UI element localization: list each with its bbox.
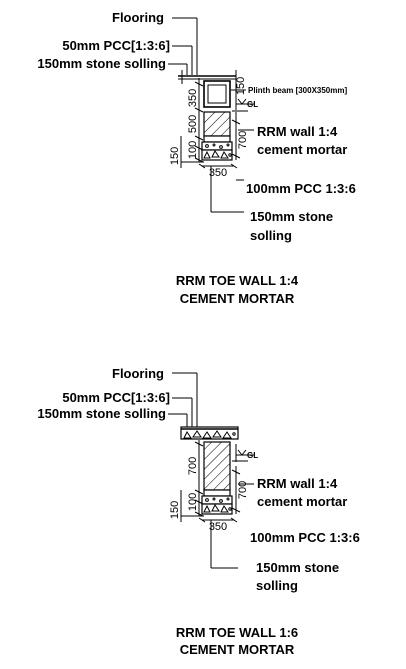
plinth-beam <box>203 80 231 108</box>
label-stone-line2: solling <box>250 228 292 243</box>
label-pcc-50mm: 50mm PCC[1:3:6] <box>62 38 170 53</box>
label-gl: GL <box>247 100 258 109</box>
left-dimension-2 <box>180 440 204 522</box>
label-pcc-100mm-2: 100mm PCC 1:3:6 <box>250 530 360 545</box>
label-pcc-50mm-2: 50mm PCC[1:3:6] <box>62 390 170 405</box>
dim-500: 500 <box>187 115 199 133</box>
rrm-wall-lower-2 <box>203 489 231 497</box>
label-rrm-wall-line2: cement mortar <box>257 142 347 157</box>
dim-150-2: 150 <box>169 501 181 519</box>
dim-700: 700 <box>237 131 249 149</box>
label-plinth-beam: Plinth beam [300X350mm] <box>248 86 347 95</box>
label-stone-solling: 150mm stone solling <box>37 56 166 71</box>
dim-350-top: 350 <box>187 89 199 107</box>
right-dimension <box>231 112 241 160</box>
title-line1-2: RRM TOE WALL 1:6 <box>176 625 298 640</box>
ground-level-marker-2 <box>232 444 254 462</box>
ground-level-marker <box>232 98 254 112</box>
title-line2: CEMENT MORTAR <box>180 291 295 306</box>
stone-soling <box>201 149 233 161</box>
dim-150-top: 150 <box>235 77 247 95</box>
right-dimension-2 <box>231 466 241 514</box>
label-gl-2: GL <box>247 451 258 460</box>
label-rrm-wall-line1-2: RRM wall 1:4 <box>257 476 338 491</box>
label-stone-line1: 150mm stone <box>250 209 333 224</box>
dim-100-2: 100 <box>187 493 199 511</box>
dim-100: 100 <box>187 141 199 159</box>
top-leader-lines <box>168 17 198 75</box>
label-flooring: Flooring <box>112 10 164 25</box>
diagram-rrm-toe-wall-1-6: Flooring 50mm PCC[1:3:6] 150mm stone sol… <box>37 366 359 657</box>
dim-700-left: 700 <box>187 457 199 475</box>
title-line1: RRM TOE WALL 1:4 <box>176 273 299 288</box>
label-rrm-wall-line2-2: cement mortar <box>257 494 347 509</box>
title-line2-2: CEMENT MORTAR <box>180 642 295 657</box>
rrm-wall-2 <box>203 441 231 491</box>
label-pcc-100mm: 100mm PCC 1:3:6 <box>246 181 356 196</box>
dim-350-bottom: 350 <box>209 167 227 179</box>
dim-350-2: 350 <box>209 521 227 533</box>
stone-soling-2 <box>201 503 233 515</box>
diagram-rrm-toe-wall-1-4: Flooring 50mm PCC[1:3:6] 150mm stone sol… <box>37 10 355 306</box>
label-rrm-wall-line1: RRM wall 1:4 <box>257 124 338 139</box>
left-dimension <box>180 78 204 168</box>
rrm-wall-lower <box>203 135 231 143</box>
top-leader-lines-2 <box>168 372 198 427</box>
bottom-dimension-2 <box>198 517 238 523</box>
bottom-dimension <box>198 163 238 169</box>
rrm-wall <box>203 111 231 137</box>
label-stone-line2-2: solling <box>256 578 298 593</box>
label-stone-solling-2: 150mm stone solling <box>37 406 166 421</box>
dim-150-left: 150 <box>169 147 181 165</box>
label-stone-line1-2: 150mm stone <box>256 560 339 575</box>
label-flooring-2: Flooring <box>112 366 164 381</box>
dim-700-right: 700 <box>237 481 249 499</box>
